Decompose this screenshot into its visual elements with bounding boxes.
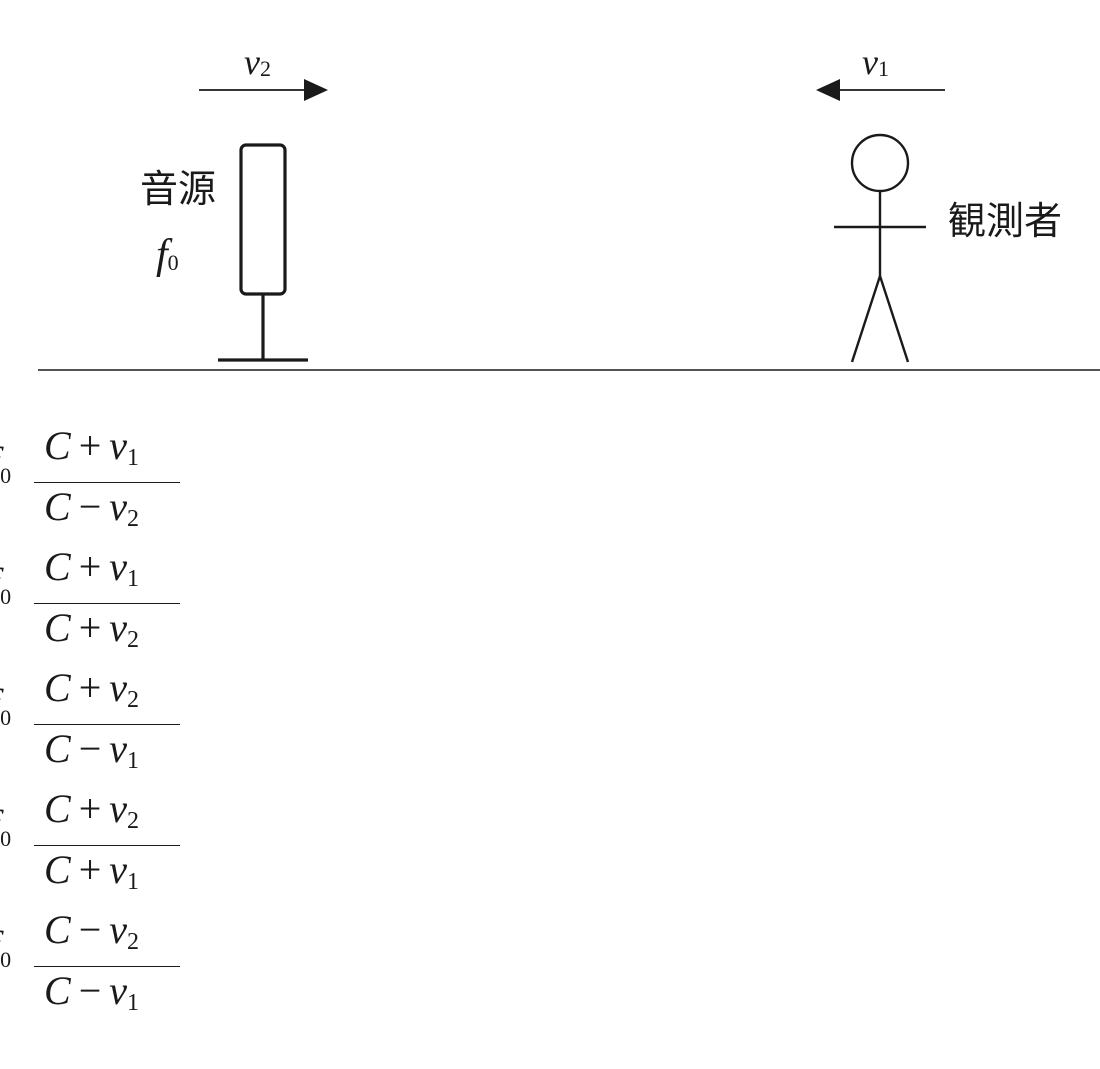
option-denominator: C−v2 — [44, 484, 140, 533]
option-prefix-f0: f0 — [0, 947, 12, 972]
option-prefix-f0: f0 — [0, 463, 12, 488]
option-prefix-f0: f0 — [0, 705, 12, 730]
option-denominator: C+v2 — [44, 605, 140, 654]
option-numerator: C+v1 — [44, 423, 140, 472]
speaker-icon — [218, 143, 308, 362]
fraction-bar — [34, 603, 180, 604]
observer-label: 観測者 — [948, 199, 1063, 243]
fraction-bar — [34, 724, 180, 725]
option-prefix-f0: f0 — [0, 584, 12, 609]
option-numerator: C−v2 — [44, 907, 140, 956]
option-prefix-f0: f0 — [0, 826, 12, 851]
fraction-bar — [34, 482, 180, 483]
observer-figure-icon — [834, 133, 926, 363]
option-denominator: C−v1 — [44, 968, 140, 1017]
observer-velocity-label: v1 — [862, 42, 889, 82]
option-denominator: C−v1 — [44, 726, 140, 775]
source-velocity-arrow — [199, 79, 328, 101]
source-velocity-label: v2 — [244, 42, 271, 82]
option-denominator: C+v1 — [44, 847, 140, 896]
option-numerator: C+v2 — [44, 665, 140, 714]
option-numerator: C+v2 — [44, 786, 140, 835]
fraction-bar — [34, 966, 180, 967]
source-label: 音源 — [140, 167, 217, 211]
observer-velocity-arrow — [816, 79, 945, 101]
option-numerator: C+v1 — [44, 544, 140, 593]
fraction-bar — [34, 845, 180, 846]
source-frequency-label: f0 — [156, 232, 179, 278]
